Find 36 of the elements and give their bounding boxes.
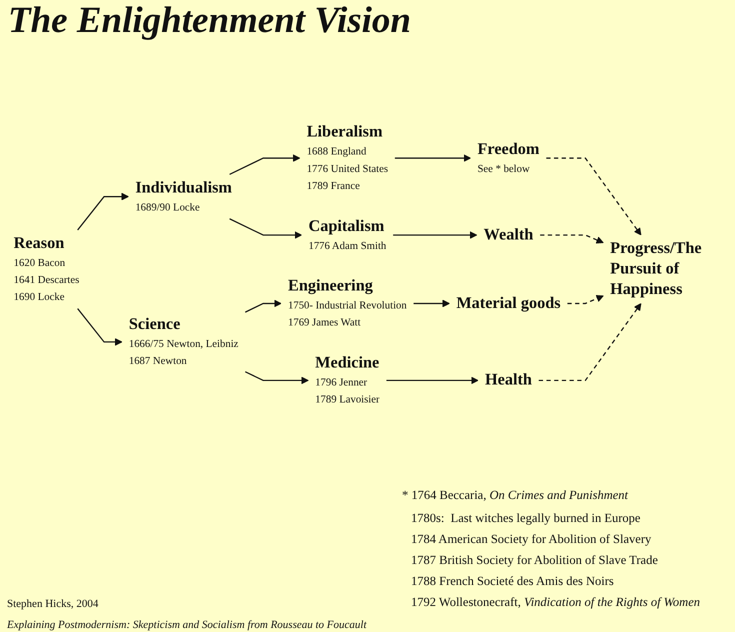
concept-heading: Freedom: [477, 139, 540, 160]
date-note: 1620 Bacon: [14, 256, 66, 268]
date-note: 1796 Jenner: [315, 376, 368, 388]
date-note: 1750- Industrial Revolution: [288, 299, 407, 312]
date-note: 1776 United States: [306, 162, 388, 174]
concept-heading: Liberalism: [306, 122, 383, 143]
note-text: 1788 French Societé des Amis des Noirs: [411, 573, 614, 589]
date-note: 1666/75 Newton, Leibniz: [128, 338, 238, 350]
diagram-title: The Enlightenment Vision: [8, 0, 412, 42]
date-note: 1687 Newton: [128, 354, 187, 367]
author-credit: Stephen Hicks, 2004: [7, 597, 98, 612]
footnote-text: * 1764 Beccaria, On Crimes and Punishment: [402, 487, 628, 503]
date-note: 1690 Locke: [14, 290, 64, 303]
concept-heading: Capitalism: [308, 216, 384, 237]
concept-heading: Medicine: [315, 353, 380, 374]
concept-heading: Material goods: [456, 293, 561, 314]
date-note: 1776 Adam Smith: [308, 239, 386, 252]
date-note: 1789 France: [306, 180, 360, 192]
concept-heading: Progress/The Pursuit of Happiness: [610, 238, 703, 300]
concept-heading: Wealth: [484, 224, 534, 246]
note-text: 1780s: Last witches legally burned in Europe: [411, 510, 640, 526]
date-note: 1641 Descartes: [14, 274, 80, 286]
concept-heading: Individualism: [135, 178, 232, 198]
concept-heading: Reason: [14, 233, 64, 254]
note-text: 1784 American Society for Abolition of Slavery: [411, 531, 652, 547]
concept-heading: Engineering: [288, 276, 373, 297]
date-note: See * below: [477, 162, 530, 174]
date-note: 1789 Lavoisier: [315, 393, 380, 406]
date-note: 1688 England: [306, 145, 366, 158]
note-text: 1792 Wollestonecraft, Vindication of the Rights of Women: [411, 594, 700, 610]
note-text: 1787 British Society for Abolition of Slave Trade: [411, 552, 658, 568]
concept-heading: Science: [128, 314, 180, 336]
source-title: Explaining Postmodernism: Skepticism and Socialism from Rousseau to Foucault: [7, 618, 366, 632]
date-note: 1689/90 Locke: [135, 200, 200, 213]
concept-heading: Health: [485, 370, 532, 391]
date-note: 1769 James Watt: [288, 316, 361, 328]
